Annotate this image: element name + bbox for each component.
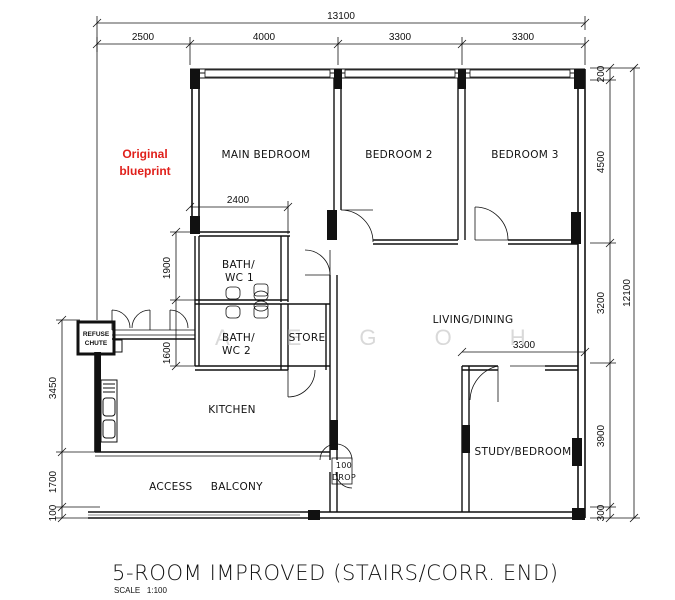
toilets <box>225 283 269 319</box>
walls <box>88 68 586 519</box>
structural-columns <box>95 69 585 520</box>
dim-top-1: 2500 <box>132 32 155 43</box>
dim-right-5: 300 <box>596 504 607 521</box>
dim-left-kitchen: 3450 <box>48 376 59 399</box>
room-bedroom-2: BEDROOM 2 <box>365 149 433 161</box>
dim-top-4: 3300 <box>512 32 535 43</box>
room-bath-wc1-line1: BATH/ <box>222 259 255 271</box>
room-kitchen: KITCHEN <box>208 404 256 416</box>
doors <box>111 206 545 489</box>
room-bath-wc2-line1: BATH/ <box>222 332 255 344</box>
dim-bath-width: 2400 <box>227 195 250 206</box>
refuse-chute-label-1: REFUSE <box>83 331 110 338</box>
drop-size-label: 100 <box>336 461 352 470</box>
drop-shaft <box>331 457 353 485</box>
windows <box>204 69 571 78</box>
left-dimensions <box>56 227 200 523</box>
dim-left-bath2: 1600 <box>162 341 173 364</box>
dim-right-1: 200 <box>596 65 607 82</box>
top-dimensions <box>92 16 590 320</box>
dim-left-bath1: 1900 <box>162 256 173 279</box>
dim-top-2: 4000 <box>253 32 276 43</box>
dim-study-width: 3300 <box>513 340 536 351</box>
room-bath-wc1-line2: WC 1 <box>225 272 254 284</box>
dim-left-balcony: 1700 <box>48 470 59 493</box>
room-access-balcony: ACCESS BALCONY <box>149 481 263 493</box>
dim-left-bottom: 100 <box>48 504 59 521</box>
room-bath-wc2-line2: WC 2 <box>222 345 251 357</box>
dim-right-total: 12100 <box>622 279 633 307</box>
kitchen-sink <box>100 379 118 443</box>
right-dimensions <box>590 63 640 523</box>
plan-title: 5-ROOM IMPROVED (STAIRS/CORR. END) <box>112 561 559 585</box>
original-blueprint-note-1: Original <box>122 147 167 161</box>
room-living-dining: LIVING/DINING <box>433 314 514 326</box>
dim-right-4: 3900 <box>596 424 607 447</box>
bath-width-dimension <box>185 201 293 234</box>
refuse-chute <box>76 320 123 356</box>
room-main-bedroom: MAIN BEDROOM <box>222 149 311 161</box>
dim-right-3: 3200 <box>596 291 607 314</box>
dim-right-2: 4500 <box>596 150 607 173</box>
watermark: A E G O H <box>215 325 552 350</box>
entrance-gate <box>112 329 195 336</box>
dim-overall-width: 13100 <box>327 11 355 22</box>
plan-scale: SCALE 1:100 <box>114 586 167 595</box>
refuse-chute-label-2: CHUTE <box>85 340 108 347</box>
dim-top-3: 3300 <box>389 32 412 43</box>
room-study-bedroom: STUDY/BEDROOM <box>475 446 572 458</box>
drop-label: DROP <box>332 473 356 482</box>
original-blueprint-note-2: blueprint <box>119 164 170 178</box>
room-bedroom-3: BEDROOM 3 <box>491 149 559 161</box>
room-store: STORE <box>289 332 326 344</box>
